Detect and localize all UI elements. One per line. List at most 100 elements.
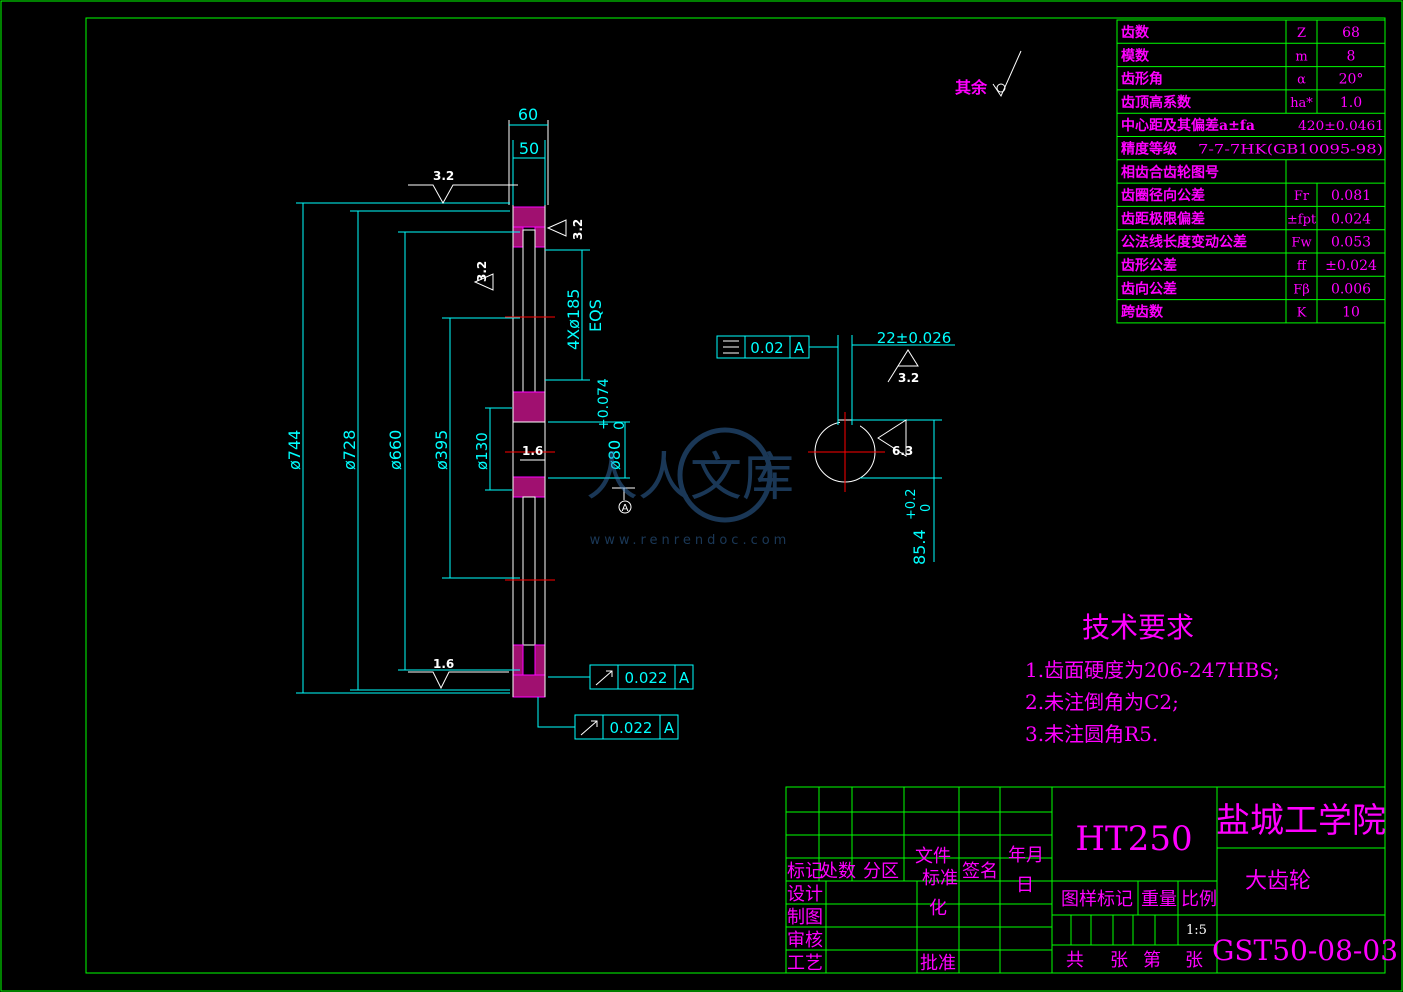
web-bottom xyxy=(522,496,536,646)
datum-a-label: A xyxy=(622,503,629,514)
keyway-view: 22±0.026 3.2 6.3 85.4 +0.2 0 xyxy=(808,329,955,565)
gear-table-row: 模数 m 8 xyxy=(1121,47,1355,64)
dim-keyway-upper: +0.2 xyxy=(904,488,919,520)
runout-icon xyxy=(595,670,613,686)
watermark-url: www.renrendoc.com xyxy=(590,533,791,548)
dim-bore-lower: 0 xyxy=(612,421,628,430)
roughness-other-label: 其余 xyxy=(955,78,988,97)
dim-width-50: 50 xyxy=(519,139,539,158)
rough-32-c: 3.2 xyxy=(475,261,489,282)
gear-table-value: 420±0.0461 xyxy=(1298,119,1384,134)
gear-table-name: 齿圈径向公差 xyxy=(1121,187,1205,204)
fcf-runout-2[interactable]: 0.022 A xyxy=(537,697,679,740)
gear-table-symbol: Fr xyxy=(1294,189,1310,204)
gear-table-name: 齿形公差 xyxy=(1121,257,1177,274)
runout1-value: 0.022 xyxy=(625,669,668,687)
tb-sign: 签名 xyxy=(962,861,998,882)
gear-table-symbol: α xyxy=(1297,73,1306,88)
gear-table-symbol: Fβ xyxy=(1293,282,1310,297)
dim-holes: 4Xø185 xyxy=(564,289,583,350)
tech-item-3: 3.未注圆角R5. xyxy=(1025,722,1158,746)
gear-table-name: 公法线长度变动公差 xyxy=(1121,234,1247,251)
gear-table-name: 齿向公差 xyxy=(1121,280,1177,297)
rough-32-key: 3.2 xyxy=(898,371,919,385)
sym-value: 0.02 xyxy=(750,339,783,357)
tb-school: 盐城工学院 xyxy=(1216,801,1386,841)
gear-table-symbol: ±fpt xyxy=(1287,212,1317,227)
gear-table-symbol: m xyxy=(1295,49,1307,64)
gear-table-name: 相齿合齿轮图号 xyxy=(1121,164,1219,181)
fcf-runout-1[interactable]: 0.022 A xyxy=(548,664,694,690)
rim-top xyxy=(512,206,546,228)
roughness-other: 其余 xyxy=(955,50,1022,98)
dimension-texts: 60 50 ø744 ø728 ø660 ø395 ø130 4Xø185 EQ… xyxy=(285,105,628,470)
tb-std: 标准 xyxy=(922,868,958,889)
gear-table-value: 20° xyxy=(1339,72,1364,88)
tb-date-d: 日 xyxy=(1016,875,1034,896)
tech-item-1: 1.齿面硬度为206-247HBS; xyxy=(1025,658,1280,682)
dim-bore-upper: +0.074 xyxy=(596,378,612,430)
hub-bottom xyxy=(512,476,546,498)
dim-bore: ø80 xyxy=(605,440,624,470)
gear-table-row: 跨齿数 K 10 xyxy=(1121,304,1360,321)
gear-table-value: 8 xyxy=(1347,48,1356,64)
gear-section-view xyxy=(505,120,555,698)
gear-table-value: 0.024 xyxy=(1331,211,1371,227)
dim-d660: ø660 xyxy=(386,430,405,470)
tb-approve: 批准 xyxy=(920,953,956,974)
gear-table-row: 齿圈径向公差 Fr 0.081 xyxy=(1121,187,1371,204)
gear-table-row: 齿数 Z 68 xyxy=(1121,24,1360,41)
tb-draw: 制图 xyxy=(787,907,823,928)
gear-table-value: 0.081 xyxy=(1331,188,1371,204)
gear-table-symbol: Fw xyxy=(1291,236,1311,251)
tb-weight: 重量 xyxy=(1141,889,1177,910)
fcf-symmetry[interactable]: 0.02 A xyxy=(716,335,838,359)
gear-table-name: 齿数 xyxy=(1121,24,1150,41)
tb-mark: 标记 xyxy=(787,861,823,882)
gear-table-name: 跨齿数 xyxy=(1121,304,1164,321)
web-top xyxy=(522,229,536,393)
gear-table-value: 10 xyxy=(1342,305,1360,321)
gear-table-row: 齿形公差 ff ±0.024 xyxy=(1121,257,1377,274)
gear-table-symbol: ha* xyxy=(1290,96,1313,111)
gear-table-symbol: ff xyxy=(1297,259,1308,274)
hub-top xyxy=(512,391,546,423)
dim-keyway-depth: 85.4 xyxy=(910,529,929,565)
rough-32-b: 3.2 xyxy=(571,219,585,240)
runout1-datum: A xyxy=(679,669,690,687)
tb-drawing-no: GST50-08-03 xyxy=(1212,934,1398,967)
tb-date-ym: 年月 xyxy=(1008,845,1044,866)
gear-table-value: ±0.024 xyxy=(1325,258,1377,274)
dim-d744: ø744 xyxy=(285,430,304,470)
tb-total: 共 xyxy=(1066,950,1084,971)
tb-zone: 分区 xyxy=(863,861,899,882)
rough-63: 6.3 xyxy=(892,444,913,458)
tb-std2: 化 xyxy=(929,898,947,919)
gear-table-value: 68 xyxy=(1342,25,1360,41)
dim-d728: ø728 xyxy=(340,430,359,470)
tb-design: 设计 xyxy=(787,884,823,905)
dim-keyway-lower: 0 xyxy=(919,504,934,512)
tb-count: 处数 xyxy=(820,861,856,882)
watermark: 人人文库 www.renrendoc.com xyxy=(586,427,794,548)
tb-file: 文件 xyxy=(915,846,951,867)
dim-eqs: EQS xyxy=(586,299,605,332)
dim-width-60: 60 xyxy=(518,105,538,124)
tb-check: 审核 xyxy=(787,930,823,951)
tb-sheet-no: 第 xyxy=(1143,950,1161,971)
gear-table-symbol: K xyxy=(1297,306,1307,321)
gear-table-symbol: Z xyxy=(1297,26,1306,41)
gear-table-name: 模数 xyxy=(1121,47,1150,64)
rough-16-b: 1.6 xyxy=(433,657,454,671)
gear-table-value: 7-7-7HK(GB10095-98) xyxy=(1198,143,1383,158)
tb-material: HT250 xyxy=(1075,819,1192,859)
runout2-datum: A xyxy=(664,719,675,737)
